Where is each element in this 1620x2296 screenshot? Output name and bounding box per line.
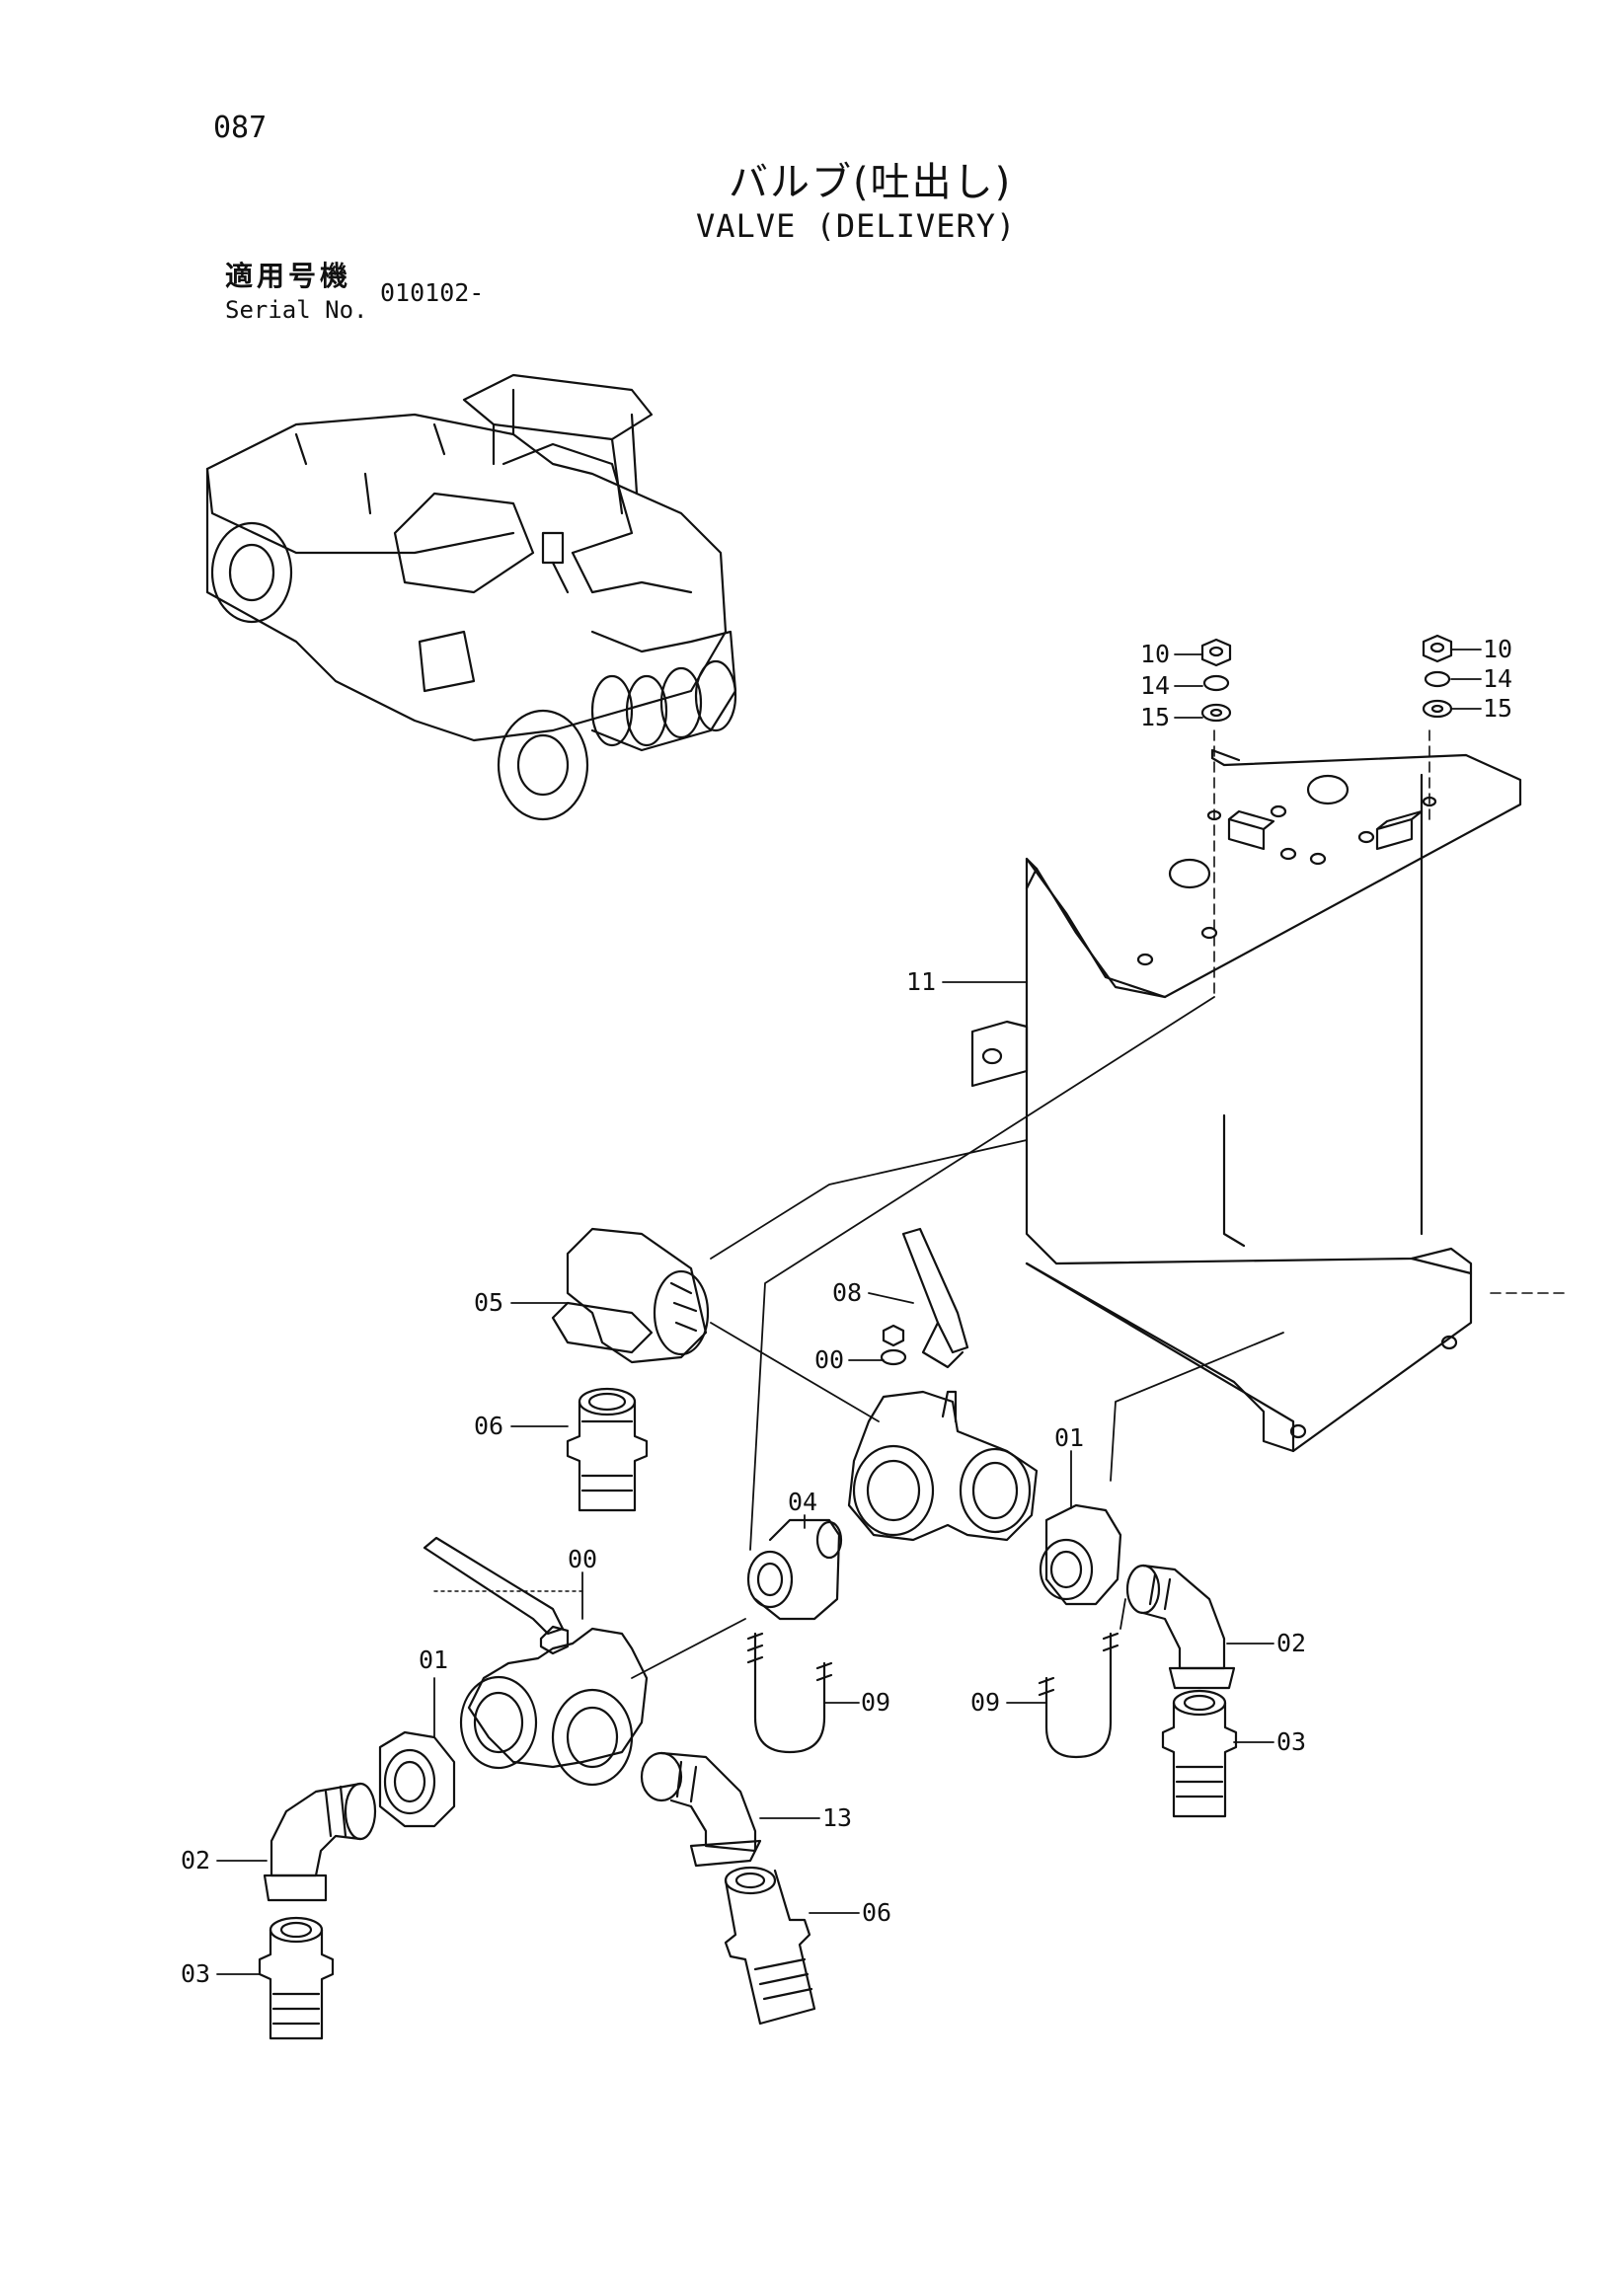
callout-11: 11 <box>906 967 936 996</box>
callout-03-right: 03 <box>1276 1727 1306 1756</box>
callout-10-left: 10 <box>1140 640 1170 668</box>
nut-washer-stack-left <box>1200 638 1232 723</box>
callout-10-right: 10 <box>1483 635 1512 663</box>
hose-nipple-part-06-upper <box>566 1387 649 1512</box>
serial-label-english: Serial No. <box>225 296 368 324</box>
callout-00-lower: 00 <box>568 1545 597 1573</box>
callout-08: 08 <box>832 1278 862 1307</box>
assembly-lines <box>631 996 1284 1679</box>
nut-washer-stack-right <box>1422 634 1453 719</box>
elbow-part-05 <box>551 1227 710 1364</box>
callout-02-right: 02 <box>1276 1629 1306 1657</box>
u-bolt-part-09-left <box>746 1632 833 1754</box>
bushing-part-01-right <box>1039 1503 1122 1606</box>
hose-nipple-part-03-right <box>1161 1689 1238 1818</box>
bushing-part-01-left <box>378 1730 456 1828</box>
title-english: VALVE (DELIVERY) <box>696 207 1017 245</box>
title-japanese: バルブ(吐出し) <box>729 160 1013 205</box>
serial-label-japanese: 適用号機 <box>225 260 352 292</box>
callout-15-left: 15 <box>1140 703 1170 731</box>
elbow-part-13 <box>640 1751 762 1868</box>
serial-number-value: 010102- <box>380 278 485 307</box>
callout-06-upper: 06 <box>474 1412 503 1440</box>
guide-lines <box>1213 729 1571 1294</box>
elbow-part-02-right <box>1125 1564 1236 1690</box>
callout-04: 04 <box>788 1488 817 1516</box>
callout-09-right: 09 <box>970 1688 1000 1717</box>
callout-labels: 10 14 15 10 14 15 11 05 06 08 00 04 01 0… <box>181 635 1512 1988</box>
elbow-part-02-left <box>263 1782 377 1902</box>
callout-01-right: 01 <box>1054 1423 1084 1452</box>
callout-15-right: 15 <box>1483 694 1512 723</box>
hose-nipple-part-03-left <box>258 1916 335 2040</box>
upper-ball-valve <box>847 1227 1039 1542</box>
bracket-part-11 <box>970 748 1522 1453</box>
callout-14-right: 14 <box>1483 664 1512 693</box>
callout-09-left: 09 <box>861 1688 890 1717</box>
callout-leaders <box>216 649 1482 1975</box>
lower-ball-valve <box>423 1536 649 1787</box>
page-number: 087 <box>213 111 268 145</box>
callout-14-left: 14 <box>1140 671 1170 700</box>
adapter-part-04 <box>746 1518 843 1621</box>
callout-01-left: 01 <box>419 1645 448 1674</box>
machine-illustration <box>205 373 737 821</box>
u-bolt-part-09-right <box>1038 1632 1119 1759</box>
callout-06-lower: 06 <box>862 1898 891 1927</box>
hose-nipple-part-06-lower <box>724 1866 816 2026</box>
callout-02-left: 02 <box>181 1846 210 1875</box>
callout-13: 13 <box>822 1803 852 1832</box>
callout-03-left: 03 <box>181 1959 210 1988</box>
callout-05: 05 <box>474 1288 503 1317</box>
callout-00-upper: 00 <box>814 1345 844 1374</box>
